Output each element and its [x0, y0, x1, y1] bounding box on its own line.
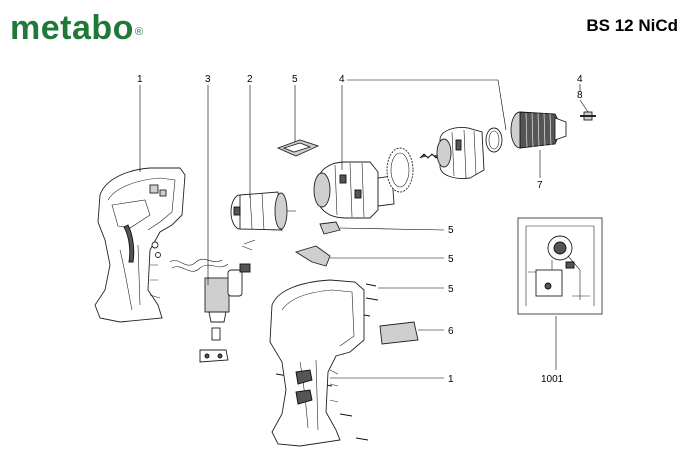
- callout-3: 3: [205, 74, 211, 85]
- torque-ring: [386, 147, 414, 193]
- slider-lever: [294, 245, 331, 267]
- adjustment-collar: [436, 127, 485, 179]
- callout-labels: 1 3 2 5 4 4 8 7 5 5 5 6 1 1001: [137, 74, 583, 385]
- circlip: [485, 127, 503, 153]
- callout-5-top: 5: [292, 74, 298, 85]
- callout-1-bottom: 1: [448, 374, 454, 385]
- label-plate: [379, 321, 419, 345]
- keyless-chuck: [510, 111, 567, 149]
- switch-assembly: [169, 239, 256, 363]
- callout-8: 8: [577, 90, 583, 101]
- callout-1001: 1001: [541, 374, 564, 385]
- callout-2: 2: [247, 74, 253, 85]
- callout-5-c: 5: [448, 284, 454, 295]
- callout-4-mid: 4: [339, 74, 345, 85]
- housing-right-half: [269, 279, 365, 447]
- spring: [419, 153, 441, 159]
- callout-5-b: 5: [448, 254, 454, 265]
- wiring-inset: [517, 217, 603, 315]
- motor: [230, 191, 296, 231]
- metabo-logo: metabo®: [10, 8, 144, 48]
- callout-4-right: 4: [577, 74, 583, 85]
- housing-left-half: [94, 167, 186, 323]
- model-title: BS 12 NiCd: [586, 16, 678, 35]
- brush-clip: [276, 139, 320, 157]
- leader-lines: [139, 79, 589, 379]
- callout-5-a: 5: [448, 225, 454, 236]
- callout-7: 7: [537, 180, 543, 191]
- registered-mark: ®: [134, 26, 144, 38]
- brand-text: metabo: [10, 9, 134, 47]
- callout-1-top: 1: [137, 74, 143, 85]
- chuck-screw: [580, 111, 596, 121]
- callout-6: 6: [448, 326, 454, 337]
- small-clip: [319, 221, 341, 235]
